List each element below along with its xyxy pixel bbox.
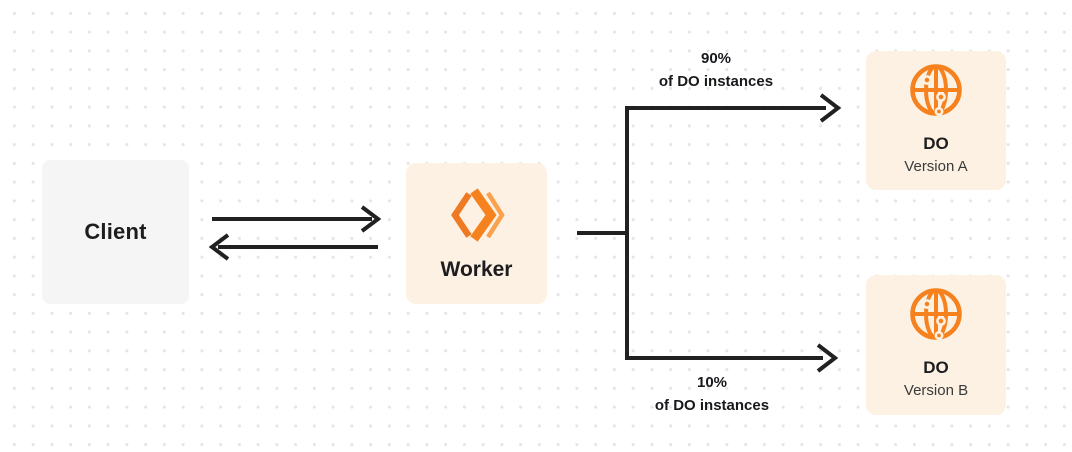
client-to-worker-arrowhead — [360, 205, 382, 233]
client-node: Client — [42, 160, 189, 304]
do-a-title: DO — [923, 134, 949, 153]
do-a-subtitle: Version A — [904, 158, 968, 175]
branch-b-text: of DO instances — [654, 396, 770, 414]
durable-object-globe-icon — [910, 288, 962, 340]
do-b-subtitle: Version B — [903, 382, 969, 399]
do-version-b-node: DO Version B — [866, 275, 1006, 415]
branch-a-label: 90% of DO instances — [606, 48, 826, 93]
branch-a-arrowhead — [819, 93, 842, 123]
branch-a-percent: 90% — [700, 50, 732, 67]
do-b-title: DO — [923, 358, 949, 377]
worker-to-client-arrowhead — [208, 233, 230, 261]
branch-b-percent: 10% — [696, 374, 728, 391]
do-version-a-node: DO Version A — [866, 51, 1006, 190]
branch-a-text: of DO instances — [658, 72, 774, 90]
branch-b-label: 10% of DO instances — [602, 372, 822, 417]
client-label: Client — [84, 219, 147, 244]
durable-object-globe-icon — [910, 64, 962, 116]
cloudflare-workers-icon — [450, 187, 505, 242]
worker-node: Worker — [406, 163, 547, 304]
branch-b-arrowhead — [816, 343, 839, 373]
worker-label: Worker — [440, 257, 513, 281]
